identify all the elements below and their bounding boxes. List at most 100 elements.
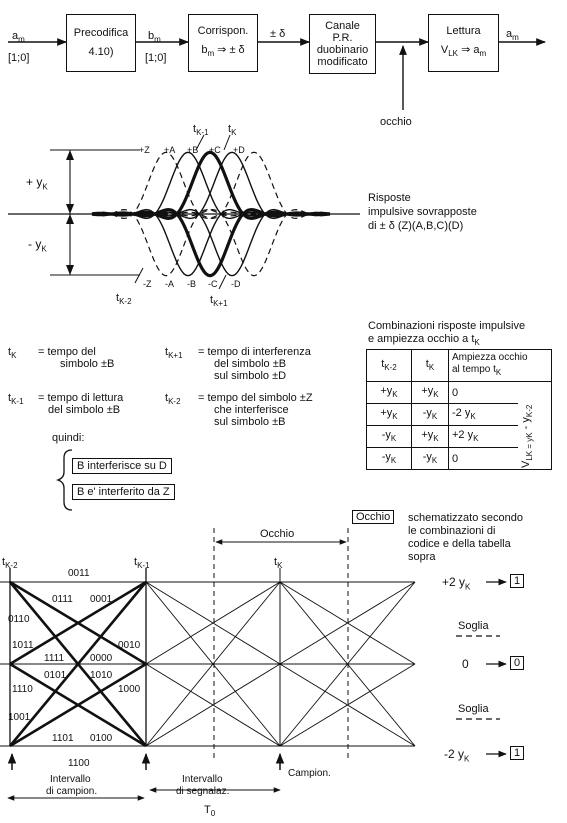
code-0100: 0100 xyxy=(90,733,113,744)
eye-trace xyxy=(279,581,416,747)
def-tkm2-sym: tK-2 xyxy=(165,392,181,407)
impulse-caption-1: Risposte xyxy=(368,192,411,204)
eye-caption-4: sopra xyxy=(408,551,436,563)
tk-minus2-label: tK-2 xyxy=(116,292,132,307)
code-1011: 1011 xyxy=(12,640,34,651)
impulse-curve xyxy=(91,151,331,220)
code-0011: 0011 xyxy=(68,568,90,579)
t0-label: T0 xyxy=(204,804,216,819)
code-0000: 0000 xyxy=(90,653,113,664)
code-0001: 0001 xyxy=(90,594,113,605)
level-minus2yk: -2 yK xyxy=(444,747,470,764)
b-label: bm xyxy=(148,30,161,45)
impulse-response-plot xyxy=(8,134,360,290)
int-segn-1: Intervallo xyxy=(182,774,223,785)
impulse-curve xyxy=(91,151,331,220)
tk-label: tK xyxy=(228,123,237,138)
int-campion-1: Intervallo xyxy=(50,774,91,785)
code-1100: 1100 xyxy=(68,758,90,769)
impulse-curve xyxy=(91,208,331,277)
input-set: [1;0] xyxy=(8,52,30,64)
table-row4-c2: -yK xyxy=(411,447,449,470)
quindi-label: quindi: xyxy=(52,432,85,444)
table-row2-c1: +yK xyxy=(366,403,412,426)
def-tkm2-line2: che interferisce xyxy=(214,404,289,416)
bot-label-d: -D xyxy=(231,279,241,289)
occhio-boxed-label: Occhio xyxy=(352,510,395,524)
input-a-label: am xyxy=(12,30,25,45)
decision-out-bot: 1 xyxy=(510,746,525,760)
delta-label: ± δ xyxy=(270,28,286,40)
eye-caption-3: codice e della tabella xyxy=(408,538,511,550)
soglia-upper: Soglia xyxy=(458,620,489,632)
def-tkm2-line3: sul simbolo ±B xyxy=(214,416,286,428)
decision-out-mid: 0 xyxy=(510,656,525,670)
eye-trace xyxy=(9,580,147,666)
top-label-c: +C xyxy=(209,145,221,155)
level-plus2yk: +2 yK xyxy=(442,575,471,592)
int-segn-2: di segnalaz. xyxy=(176,786,230,797)
corrispon-block: Corrispon. bm ⇒ ± δ xyxy=(188,14,258,72)
decision-out-top: 1 xyxy=(510,574,525,588)
eye-tk2-label: tK-2 xyxy=(2,556,18,571)
eye-caption-2: le combinazioni di xyxy=(408,525,496,537)
vlk-formula-cell: VLK = yK - yK-2 xyxy=(518,381,553,470)
table-head-tk2: tK-2 xyxy=(366,349,412,382)
table-row1-c2: +yK xyxy=(411,381,449,404)
code-0111: 0111 xyxy=(52,594,73,605)
table-row2-c2: -yK xyxy=(411,403,449,426)
def-tkm1-line1: = tempo di lettura xyxy=(38,392,124,404)
table-title-2: e ampiezza occhio a tK xyxy=(368,333,480,348)
impulse-curve xyxy=(91,208,331,277)
brace-statement-1: B interferisce su D xyxy=(72,458,172,474)
table-row1-c3: 0 xyxy=(448,381,519,404)
def-tkp1-line3: sul simbolo ±D xyxy=(214,370,287,382)
brace-statement-2: B e' interferito da Z xyxy=(72,484,175,500)
eye-trace xyxy=(145,663,281,747)
table-title-1: Combinazioni risposte impulsive xyxy=(368,320,526,332)
plus-yk-label: + yK xyxy=(26,175,48,192)
code-1010: 1010 xyxy=(90,670,113,681)
def-tkm2-line1: = tempo del simbolo ±Z xyxy=(198,392,313,404)
code-1101: 1101 xyxy=(52,733,74,744)
impulse-curve xyxy=(91,151,331,220)
top-label-b: +B xyxy=(187,145,199,155)
def-tk-sym: tK xyxy=(8,346,17,361)
level-zero: 0 xyxy=(462,657,469,671)
table-row3-c2: +yK xyxy=(411,425,449,448)
eye-diagram xyxy=(0,528,507,801)
curly-brace xyxy=(55,449,73,511)
eye-caption-1: schematizzato secondo xyxy=(408,512,523,524)
table-row4-c3: 0 xyxy=(448,447,519,470)
impulse-caption-2: impulsive sovrapposte xyxy=(368,206,477,218)
table-row2-c3: -2 yK xyxy=(448,403,519,426)
bot-label-z: -Z xyxy=(143,279,152,289)
top-label-d: +D xyxy=(233,145,245,155)
code-1111: 1111 xyxy=(44,653,65,664)
def-tk-line2: simbolo ±B xyxy=(60,358,115,370)
bot-label-b: -B xyxy=(187,279,196,289)
campion-label: Campion. xyxy=(288,768,331,779)
def-tkm1-sym: tK-1 xyxy=(8,392,24,407)
bot-label-c: -C xyxy=(208,279,218,289)
tk-minus1-label: tK-1 xyxy=(193,123,209,138)
top-label-a: +A xyxy=(164,145,176,155)
b-set: [1;0] xyxy=(145,52,167,64)
eye-trace xyxy=(8,581,148,747)
code-0010: 0010 xyxy=(118,640,141,651)
bot-label-a: -A xyxy=(165,279,174,289)
table-row3-c3: +2 yK xyxy=(448,425,519,448)
table-head-tk: tK xyxy=(411,349,449,382)
occhio-label: occhio xyxy=(380,116,412,128)
impulse-curve xyxy=(91,151,331,220)
impulse-curve xyxy=(91,150,331,221)
eye-trace xyxy=(279,663,416,747)
code-1000: 1000 xyxy=(118,684,141,695)
vlk-formula: VLK = yK - yK-2 xyxy=(520,404,535,468)
impulse-curve xyxy=(91,208,331,277)
